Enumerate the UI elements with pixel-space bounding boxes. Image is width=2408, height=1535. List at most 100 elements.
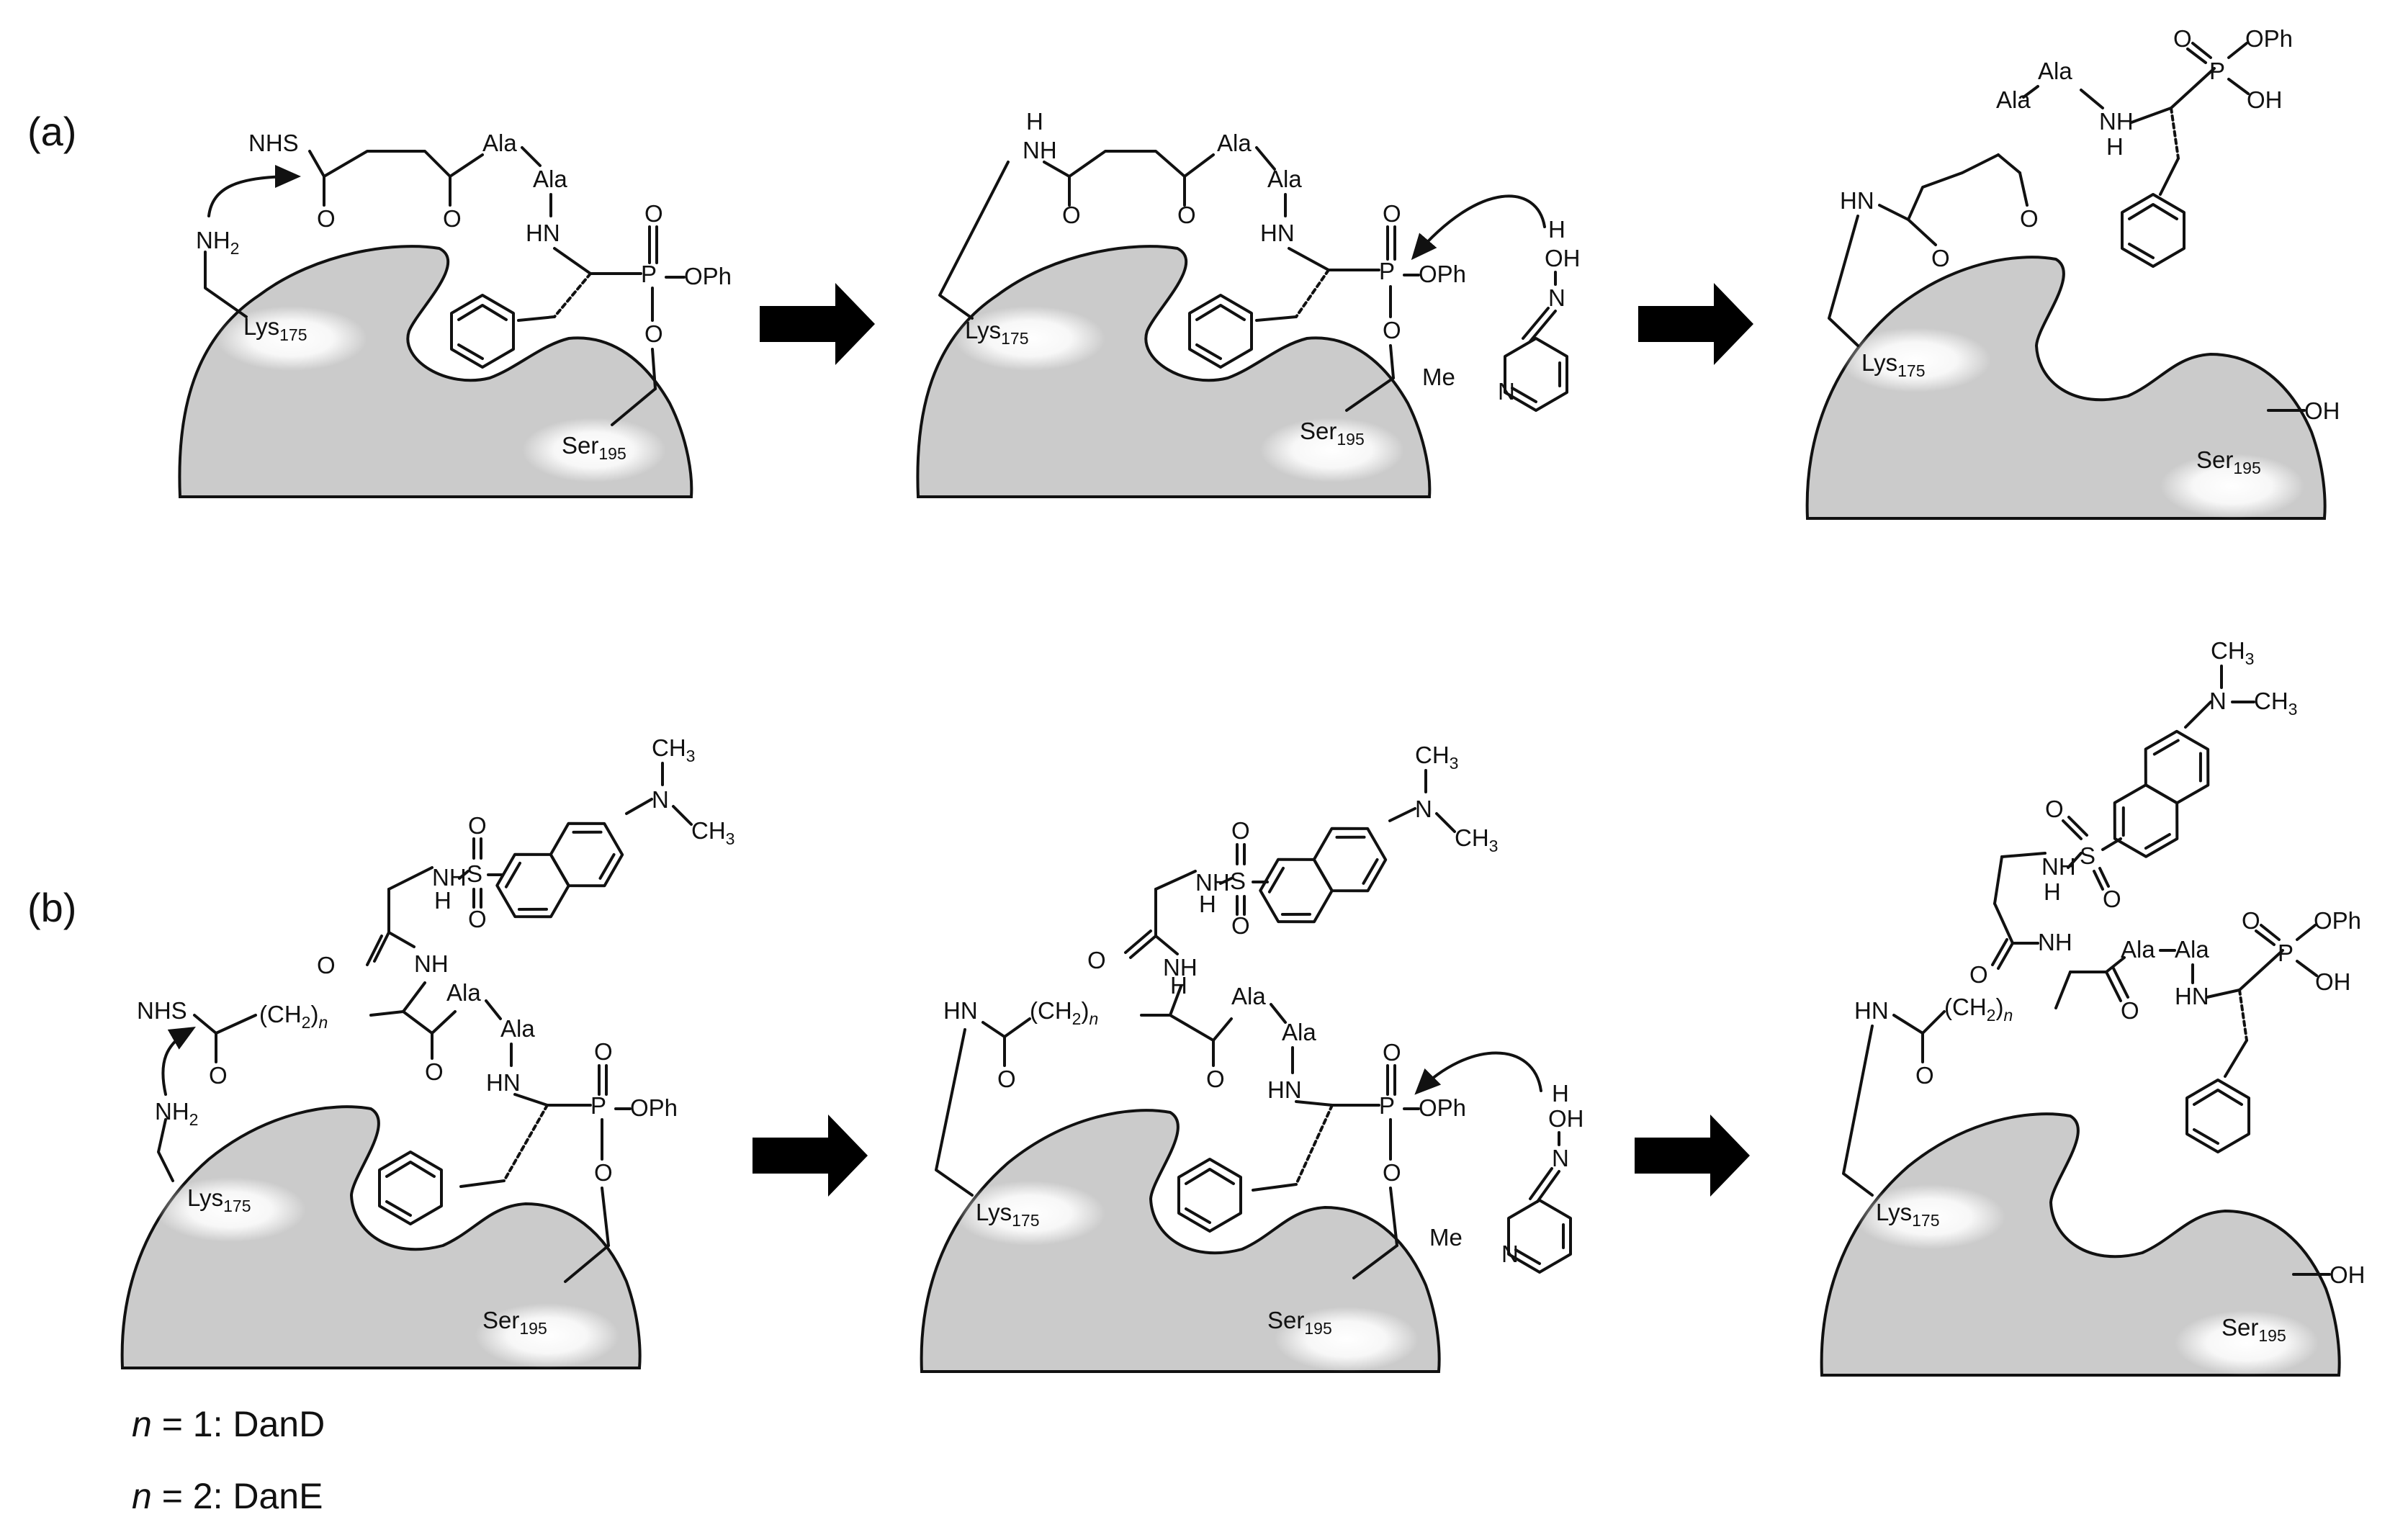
amide-hn: HN — [943, 997, 978, 1024]
alpha-nh: NH — [2038, 929, 2072, 955]
carbonyl-o-2: O — [1177, 202, 1196, 228]
lys-label: Lys175 — [1861, 349, 1926, 380]
ch3-label-1: CH3 — [2211, 637, 2254, 668]
ser-label: Ser195 — [1267, 1307, 1332, 1338]
serine-oh: OH — [2330, 1261, 2366, 1288]
scheme-a-step2: Lys175 Ser195 NH H O O Ala Ala HN P O OP… — [916, 108, 1581, 498]
ala-label-1: Ala — [2121, 936, 2155, 963]
ala-label-2: Ala — [1267, 166, 1302, 192]
phosphorus: P — [1379, 1092, 1395, 1119]
alpha-nh: NH — [1163, 954, 1198, 981]
phosphorus: P — [2278, 940, 2294, 966]
ala-label-1: Ala — [482, 130, 517, 156]
p-oxo: O — [2242, 907, 2260, 934]
oxime-h: H — [1552, 1080, 1569, 1107]
panel-label-b: (b) — [27, 885, 76, 930]
ala-label-1: Ala — [446, 979, 481, 1006]
p-oxo: O — [594, 1038, 613, 1065]
ester-o: O — [594, 1159, 613, 1186]
scheme-b-step1: Lys175 Ser195 NH2 NHS O (CH2)n NH O NH H… — [120, 734, 734, 1369]
phosphorus: P — [590, 1092, 606, 1119]
reaction-arrow-b1 — [752, 1115, 868, 1197]
legend-dane: n = 2: DanE — [132, 1476, 323, 1516]
dansyl-amide-o: O — [317, 952, 336, 978]
hn-label: HN — [1260, 220, 1295, 246]
methyl-me: Me — [1429, 1224, 1463, 1251]
ester-o: O — [644, 320, 663, 347]
ch2n-label: (CH2)n — [259, 1001, 328, 1032]
ala-label-2: Ala — [500, 1015, 535, 1042]
s-oxo-1: O — [2045, 796, 2064, 822]
oxime-oh: OH — [1548, 1105, 1584, 1132]
alpha-h: H — [1170, 972, 1187, 999]
ser-label: Ser195 — [482, 1307, 547, 1338]
carbonyl-o-1: O — [997, 1066, 1016, 1092]
ser-label: Ser195 — [2221, 1314, 2286, 1345]
hn-label: HN — [486, 1069, 521, 1096]
reaction-arrow-a2 — [1638, 283, 1753, 365]
ala-label-1: Ala — [1217, 130, 1252, 156]
sulfur: S — [1230, 868, 1246, 894]
s-oxo-1: O — [468, 812, 487, 839]
carbonyl-o-2: O — [1206, 1066, 1225, 1092]
p-oh: OH — [2247, 86, 2283, 113]
alpha-nh: NH — [414, 950, 449, 977]
s-oxo-1: O — [1231, 817, 1250, 844]
carbonyl-o-2: O — [443, 205, 462, 232]
oph-label: OPh — [2245, 25, 2293, 52]
sulfur: S — [2080, 842, 2095, 869]
carbonyl-o-1: O — [1931, 245, 1950, 271]
ch3-label-2: CH3 — [2254, 688, 2297, 719]
pyridinium-n: N — [1498, 378, 1515, 405]
oxime-h: H — [1548, 216, 1565, 243]
amide-hn: HN — [1840, 187, 1874, 214]
ch3-label-2: CH3 — [691, 817, 734, 848]
s-oxo-2: O — [468, 906, 487, 932]
ch2n-label: (CH2)n — [1944, 994, 2013, 1025]
ala-label-1: Ala — [1231, 983, 1266, 1009]
oph-label: OPh — [684, 263, 732, 289]
amide-h: H — [1026, 108, 1043, 135]
nhs-label: NHS — [137, 997, 187, 1024]
sulfonamide-h: H — [434, 887, 452, 914]
carbonyl-o-1: O — [209, 1062, 228, 1089]
scheme-b-step3: Lys175 Ser195 HN O (CH2)n NH O NH H S O … — [1820, 637, 2366, 1377]
pyridinium-n: N — [1501, 1241, 1519, 1267]
amide-nh: NH — [1023, 137, 1057, 163]
p-oxo: O — [644, 200, 663, 227]
ser-label: Ser195 — [1300, 418, 1365, 449]
oxime-n: N — [1552, 1145, 1569, 1171]
carbonyl-o-2: O — [425, 1058, 444, 1085]
panel-label-a: (a) — [27, 109, 76, 154]
nhs-label: NHS — [248, 130, 299, 156]
p-oxo: O — [1383, 1039, 1401, 1066]
ala-label-2: Ala — [533, 166, 567, 192]
scheme-b-step2: Lys175 Ser195 HN O (CH2)n NH H O NH H S … — [920, 742, 1584, 1373]
sulfonamide-h: H — [1199, 891, 1216, 917]
carbonyl-o-2: O — [2121, 997, 2139, 1024]
oph-label: OPh — [1419, 261, 1466, 287]
carbonyl-o-1: O — [1062, 202, 1081, 228]
ser-label: Ser195 — [2196, 446, 2261, 477]
oph-label: OPh — [1419, 1094, 1466, 1121]
p-oh: OH — [2315, 968, 2351, 995]
lys-label: Lys175 — [1876, 1199, 1940, 1230]
legend-dand: n = 1: DanD — [132, 1404, 325, 1444]
ch3-label-1: CH3 — [652, 734, 695, 765]
scheme-a-step1: Lys175 Ser195 NH2 NHS O O Ala Ala HN P O… — [178, 130, 732, 498]
phosphorus: P — [1379, 258, 1395, 284]
hn-label: HN — [526, 220, 560, 246]
carbonyl-o-2: O — [2020, 205, 2039, 232]
ch3-label-1: CH3 — [1415, 742, 1458, 773]
lys-label: Lys175 — [187, 1184, 251, 1215]
serine-oh: OH — [2304, 397, 2340, 424]
ala-label-2: Ala — [2038, 58, 2072, 84]
ester-o: O — [1383, 1159, 1401, 1186]
amide-nh-2: NH — [2099, 108, 2134, 135]
nh2-label: NH2 — [196, 227, 239, 258]
ala-label-2: Ala — [1282, 1019, 1316, 1045]
ala-label-2: Ala — [2175, 936, 2209, 963]
scheme-a-step3: Lys175 Ser195 HN O O Ala Ala NH H P O OP… — [1805, 25, 2340, 520]
dansyl-amide-o: O — [1969, 961, 1988, 988]
